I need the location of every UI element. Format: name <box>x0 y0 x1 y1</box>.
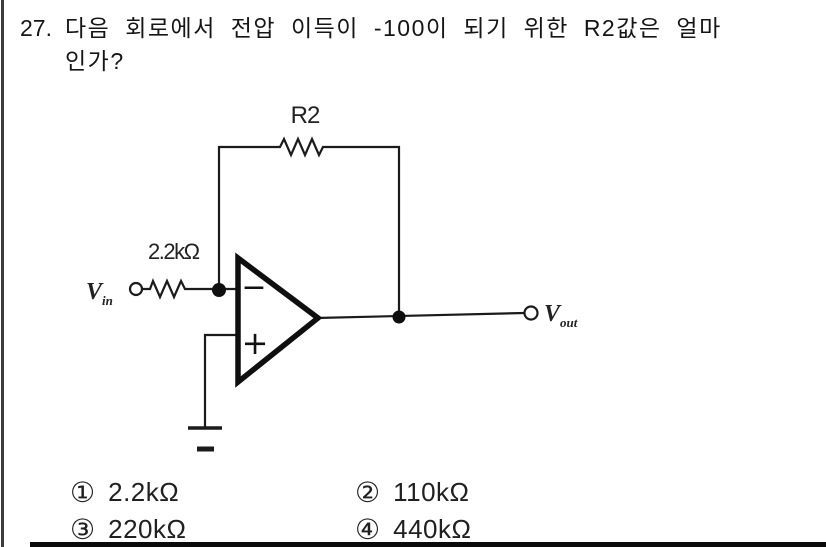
answer-choices: ① 2.2kΩ ② 110kΩ ③ 220kΩ ④ 440kΩ <box>70 474 550 547</box>
question-text: 다음 회로에서 전압 이득이 -100이 되기 위한 R2값은 얼마 <box>65 15 722 41</box>
question-text-continued: 인가? <box>65 48 125 74</box>
input-junction-dot <box>212 283 226 297</box>
feedback-loop-wire <box>217 136 401 317</box>
page-bottom-rule <box>30 542 826 547</box>
question-block: 27. 다음 회로에서 전압 이득이 -100이 되기 위한 R2값은 얼마 인가… <box>20 12 800 78</box>
output-wire <box>315 311 525 320</box>
choice-row-1: ① 2.2kΩ ② 110kΩ <box>70 474 550 511</box>
choice-2: ② 110kΩ <box>355 476 470 509</box>
opamp-triangle <box>235 252 323 388</box>
choice-4: ④ 440kΩ <box>355 513 471 546</box>
vout-label: Vout <box>544 301 578 330</box>
vout-terminal <box>523 305 539 321</box>
choice-row-2: ③ 220kΩ ④ 440kΩ <box>70 511 550 547</box>
opamp-plus-sign: + <box>242 324 269 362</box>
input-resistor-label: 2.2kΩ <box>148 239 200 264</box>
question-line-2: 인가? <box>65 45 800 78</box>
vin-label: Vin <box>86 279 113 308</box>
choice-1-label: 2.2kΩ <box>108 477 180 507</box>
choice-3-marker: ③ <box>70 514 96 545</box>
choice-4-label: 440kΩ <box>393 514 472 544</box>
choice-3-label: 220kΩ <box>108 514 187 544</box>
feedback-resistor-label: R2 <box>291 102 320 129</box>
page-left-border <box>1 0 4 547</box>
choice-2-marker: ② <box>355 477 381 508</box>
choice-4-marker: ④ <box>355 514 381 545</box>
choice-1-marker: ① <box>70 477 96 508</box>
opamp-minus-sign: − <box>241 270 266 305</box>
choice-1: ① 2.2kΩ <box>70 476 355 509</box>
ground-wire <box>203 333 240 427</box>
choice-2-label: 110kΩ <box>393 477 470 507</box>
vin-terminal <box>128 281 144 297</box>
choice-3: ③ 220kΩ <box>70 513 355 546</box>
question-number: 27. <box>20 15 52 41</box>
question-line-1: 27. 다음 회로에서 전압 이득이 -100이 되기 위한 R2값은 얼마 <box>20 12 800 45</box>
input-resistor-wire <box>142 278 240 300</box>
output-junction-dot <box>392 310 406 324</box>
